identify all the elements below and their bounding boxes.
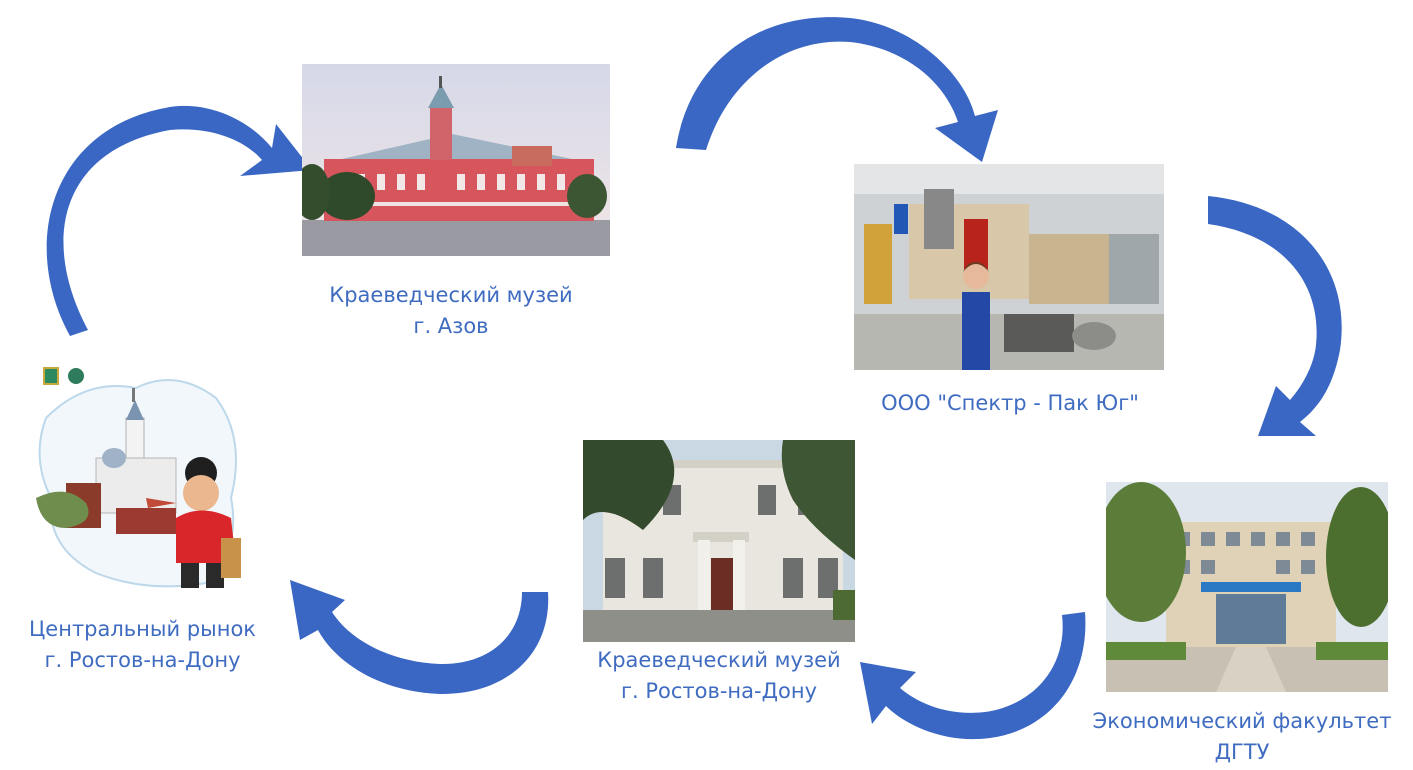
arrow-market-to-azov: [46, 105, 313, 336]
caption-dgtu-line1: Экономический факультет: [1092, 709, 1392, 733]
spektr-pak-photo: [854, 164, 1164, 370]
caption-spektr-pak: ООО "Спектр - Пак Юг": [840, 388, 1180, 419]
caption-rostov-museum-line1: Краеведческий музей: [597, 648, 841, 672]
caption-azov-museum-line2: г. Азов: [413, 314, 489, 338]
caption-central-market-line2: г. Ростов-на-Дону: [44, 648, 241, 672]
arrow-azov-to-spektr: [676, 17, 998, 162]
arrow-spektr-to-dgtu: [1208, 196, 1342, 436]
caption-spektr-pak-line1: ООО "Спектр - Пак Юг": [881, 391, 1139, 415]
azov-museum-photo: [302, 64, 610, 256]
arrow-rostov-to-market: [290, 580, 549, 695]
caption-azov-museum-line1: Краеведческий музей: [329, 283, 573, 307]
caption-central-market: Центральный рынок г. Ростов-на-Дону: [0, 614, 285, 676]
arrow-dgtu-to-rostov: [860, 612, 1086, 740]
caption-azov-museum: Краеведческий музей г. Азов: [296, 280, 606, 342]
rostov-museum-photo: [583, 440, 855, 642]
caption-dgtu: Экономический факультет ДГТУ: [1076, 706, 1408, 768]
caption-rostov-museum: Краеведческий музей г. Ростов-на-Дону: [568, 645, 870, 707]
caption-dgtu-line2: ДГТУ: [1214, 740, 1270, 764]
dgtu-photo: [1106, 482, 1388, 692]
central-market-illustration: [26, 358, 256, 598]
caption-rostov-museum-line2: г. Ростов-на-Дону: [620, 679, 818, 703]
caption-central-market-line1: Центральный рынок: [29, 617, 256, 641]
